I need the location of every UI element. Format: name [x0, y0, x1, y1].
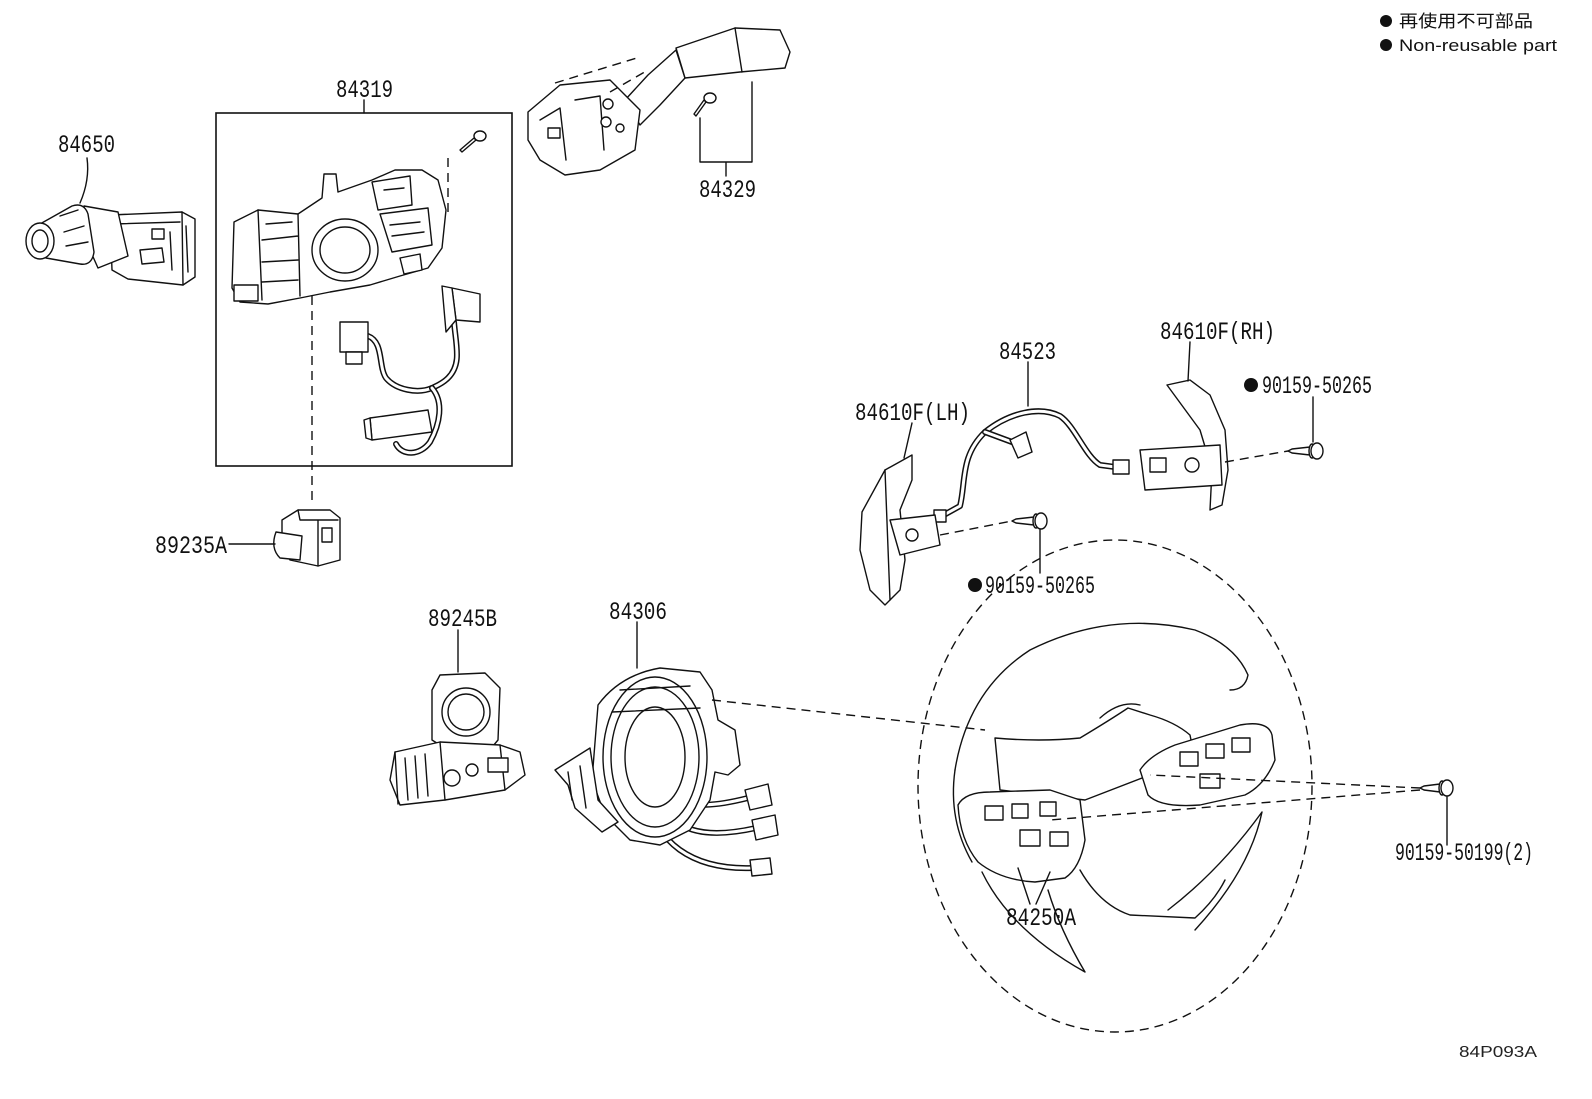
part-84306-drawing: [554, 667, 779, 877]
part-84329-drawing: [527, 27, 791, 176]
callout-90159-50199[interactable]: 90159-50199(2): [1395, 839, 1533, 868]
callout-84250A[interactable]: 84250A: [1006, 904, 1076, 933]
callout-84610F-RH[interactable]: 84610F(RH): [1160, 318, 1275, 347]
non-reusable-marker-icon: [1244, 378, 1258, 392]
bolt-icon: [1419, 779, 1454, 797]
part-84250A-drawing: [952, 622, 1276, 973]
leader-lines: [79, 81, 1448, 905]
bolt-icon: [1287, 442, 1324, 460]
callout-84650[interactable]: 84650: [58, 131, 115, 160]
steering-wheel-outline: [917, 539, 1313, 1033]
legend-text-ja: 再使用不可部品: [1399, 11, 1533, 31]
part-84650-drawing: [25, 204, 196, 286]
callout-89245B[interactable]: 89245B: [428, 605, 497, 634]
part-84523-drawing: [933, 408, 1130, 523]
bolt-icon: [693, 92, 717, 117]
legend-text-en: Non-reusable part: [1399, 36, 1557, 55]
callout-84523[interactable]: 84523: [999, 338, 1056, 367]
callout-84306[interactable]: 84306: [609, 598, 667, 627]
bolt-icon: [459, 130, 487, 153]
callouts: 84650 84319 84329 89235A 89245B 84306 84…: [58, 76, 1533, 933]
bolt-icon: [1011, 512, 1048, 530]
figure-id: 84P093A: [1459, 1044, 1537, 1061]
non-reusable-marker-icon: [1380, 39, 1392, 51]
part-84319-harness: [339, 285, 481, 456]
part-89235A-drawing: [273, 509, 341, 567]
callout-84329[interactable]: 84329: [699, 176, 756, 205]
legend: 再使用不可部品 Non-reusable part: [1380, 11, 1557, 55]
callout-84319[interactable]: 84319: [336, 76, 393, 105]
callout-90159-50265-lower[interactable]: 90159-50265: [985, 572, 1095, 601]
non-reusable-marker-icon: [1380, 15, 1392, 27]
callout-84610F-LH[interactable]: 84610F(LH): [855, 399, 970, 428]
callout-89235A[interactable]: 89235A: [155, 532, 227, 561]
part-84610F-LH-drawing: [859, 454, 941, 606]
dashed-guide-lines: [311, 56, 1421, 821]
part-84610F-RH-drawing: [1139, 379, 1229, 511]
part-89245B-drawing: [389, 672, 526, 806]
part-84319-switch-body: [231, 169, 447, 305]
non-reusable-marker-icon: [968, 578, 982, 592]
callout-90159-50265-upper[interactable]: 90159-50265: [1262, 372, 1372, 401]
